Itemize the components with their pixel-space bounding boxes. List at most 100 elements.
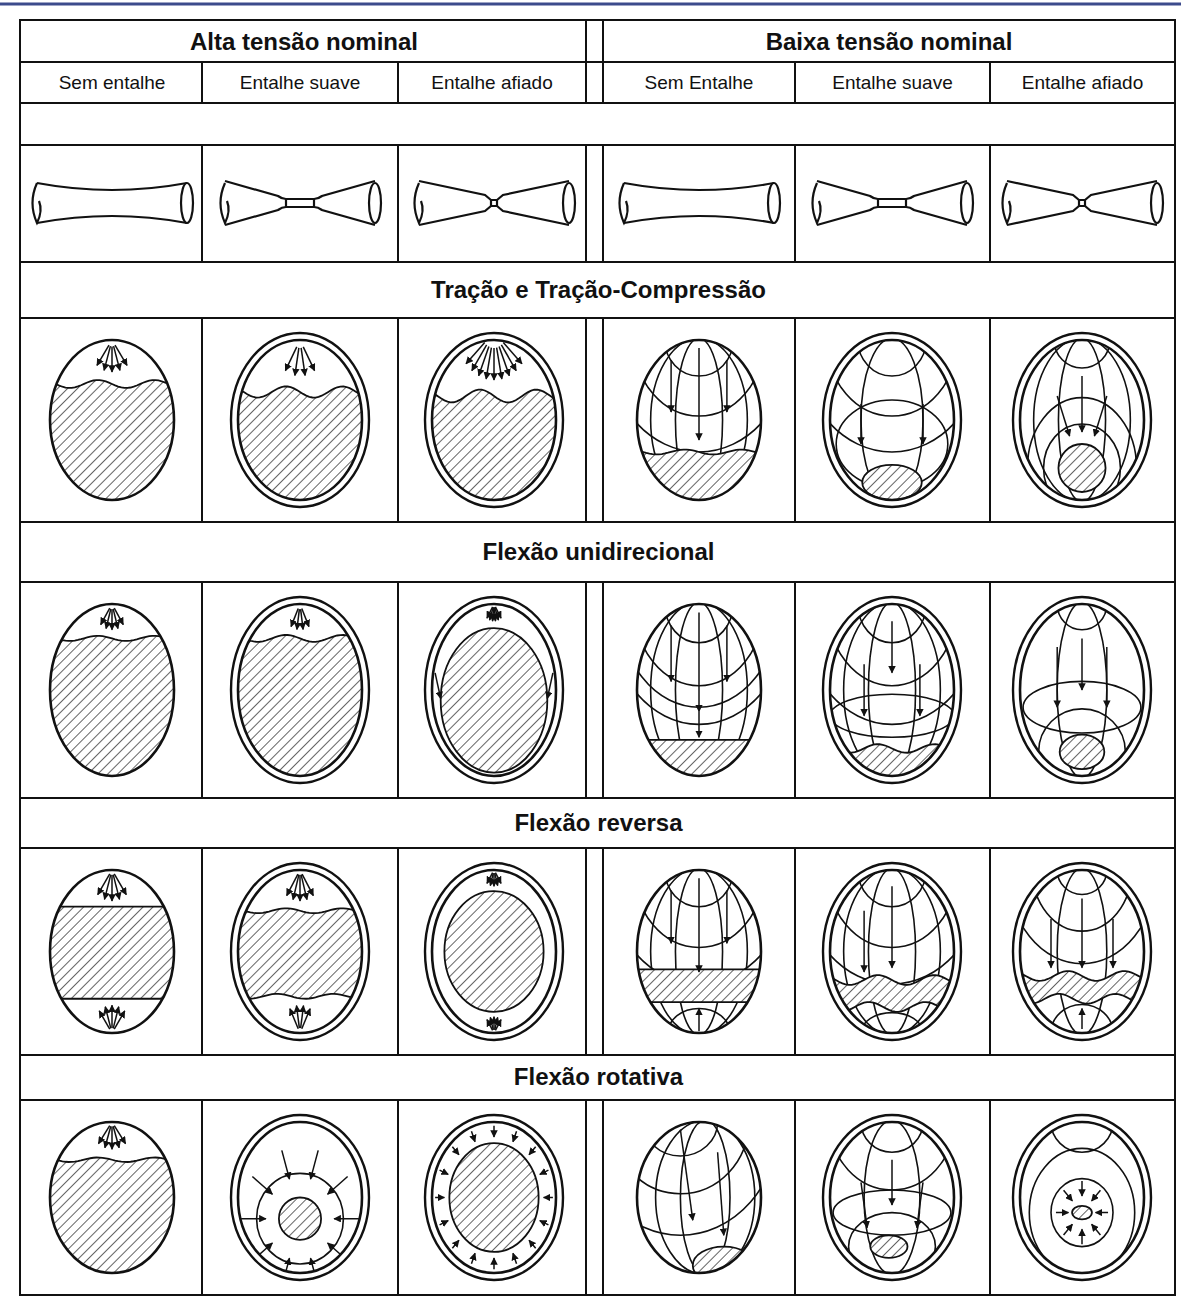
crack-arrow xyxy=(670,626,672,682)
crack-arrow xyxy=(97,345,109,365)
crack-arrow xyxy=(1106,647,1108,707)
crack-arrow xyxy=(105,1007,111,1029)
specimen-drawing xyxy=(1003,181,1164,225)
crack-arrow xyxy=(98,1126,109,1144)
crack-arrow xyxy=(726,626,728,682)
section-outline xyxy=(432,870,556,1033)
specimen-end xyxy=(221,183,229,223)
section-outline xyxy=(830,870,954,1033)
crack-arrow xyxy=(1081,1229,1083,1244)
loading-band: Flexão rotativa xyxy=(511,1064,686,1090)
crack-arrow xyxy=(544,1197,553,1199)
section-outline xyxy=(432,340,556,500)
column-header-cell: Sem entalhe xyxy=(24,64,200,102)
fracture-surface xyxy=(606,484,792,802)
section-outline xyxy=(238,604,362,776)
column-header-cell: Entalhe suave xyxy=(797,64,988,102)
column-line xyxy=(201,318,203,522)
crack-arrow xyxy=(487,607,493,618)
crack-arrow xyxy=(540,1221,549,1225)
divider-line xyxy=(585,145,587,262)
crack-arrow xyxy=(311,1150,319,1179)
crack-arrow xyxy=(301,609,303,629)
divider-line xyxy=(585,1100,587,1295)
column-line xyxy=(989,848,991,1055)
crack-arrow xyxy=(113,875,119,900)
row-line xyxy=(20,1054,1175,1056)
crack-arrow xyxy=(698,613,700,712)
divider-line xyxy=(585,318,587,522)
specimen-end xyxy=(813,183,821,223)
divider-line xyxy=(602,318,604,522)
group-header-cell: Baixa tensão nominal xyxy=(605,22,1173,62)
section-outline xyxy=(830,1122,954,1273)
crack-arrow xyxy=(435,1197,444,1199)
notch-outline xyxy=(1013,597,1151,783)
row-line xyxy=(20,1099,1175,1101)
crack-arrow xyxy=(471,1131,475,1141)
section-outline xyxy=(432,604,556,776)
crack-arrow xyxy=(917,1182,923,1227)
crack-arrow xyxy=(670,890,672,943)
row-line xyxy=(20,847,1175,849)
crack-arrow xyxy=(1056,647,1058,707)
crack-arrow xyxy=(863,664,865,716)
crack-arrow xyxy=(301,875,307,900)
fracture-surface xyxy=(1013,312,1151,538)
column-line xyxy=(989,1100,991,1295)
crack-arrow xyxy=(114,346,120,370)
crack-arrow xyxy=(291,609,298,627)
crack-arrow xyxy=(726,360,728,412)
notch-outline xyxy=(425,597,563,783)
crack-arrow xyxy=(861,1182,867,1227)
loading-band: Tração e Tração-Compressão xyxy=(428,277,769,303)
final-fracture-zone xyxy=(1060,735,1105,769)
row-line xyxy=(20,797,1175,799)
loading-band: Flexão reversa xyxy=(511,810,685,836)
fracture-surface xyxy=(38,1122,187,1296)
column-line xyxy=(794,1100,796,1295)
notch-outline xyxy=(425,863,563,1040)
column-line xyxy=(201,145,203,262)
crack-arrow xyxy=(252,1176,272,1194)
crack-arrow xyxy=(726,890,728,943)
specimen-end xyxy=(620,183,628,223)
column-line xyxy=(397,62,399,103)
section-outline xyxy=(238,1122,362,1273)
crack-arrow xyxy=(891,886,893,968)
crack-arrow xyxy=(440,1170,449,1174)
crack-arrow xyxy=(494,607,495,621)
fracture-surface xyxy=(231,1115,369,1287)
column-line xyxy=(201,62,203,103)
crack-arrow xyxy=(111,346,113,372)
final-fracture-zone xyxy=(625,740,774,802)
crack-arrow xyxy=(1081,376,1083,432)
notch-outline xyxy=(1013,333,1151,507)
specimen-end xyxy=(415,183,423,223)
crack-arrow xyxy=(698,348,700,440)
column-line xyxy=(397,145,399,262)
crack-arrow xyxy=(113,609,118,629)
crack-arrow xyxy=(698,878,700,972)
crack-arrow xyxy=(493,1126,495,1137)
beach-mark xyxy=(257,1173,344,1264)
final-fracture-zone xyxy=(226,908,375,998)
section-outline xyxy=(637,340,761,500)
crack-arrow xyxy=(452,1147,459,1155)
crack-arrow xyxy=(495,1020,501,1031)
notch-outline xyxy=(231,863,369,1040)
crack-arrow xyxy=(1092,1190,1101,1201)
column-line xyxy=(397,1100,399,1295)
notch-outline xyxy=(823,863,961,1040)
column-line xyxy=(201,1100,203,1295)
notch-outline xyxy=(231,1115,369,1280)
specimen-end xyxy=(1003,183,1011,223)
crack-arrow xyxy=(487,873,493,884)
column-header-cell: Entalhe afiado xyxy=(400,64,584,102)
notch-outline xyxy=(823,597,961,783)
section-outline xyxy=(50,340,174,500)
column-header: Sem Entalhe xyxy=(642,73,757,94)
final-fracture-zone xyxy=(870,1235,907,1258)
fracture-surface xyxy=(606,756,792,1058)
